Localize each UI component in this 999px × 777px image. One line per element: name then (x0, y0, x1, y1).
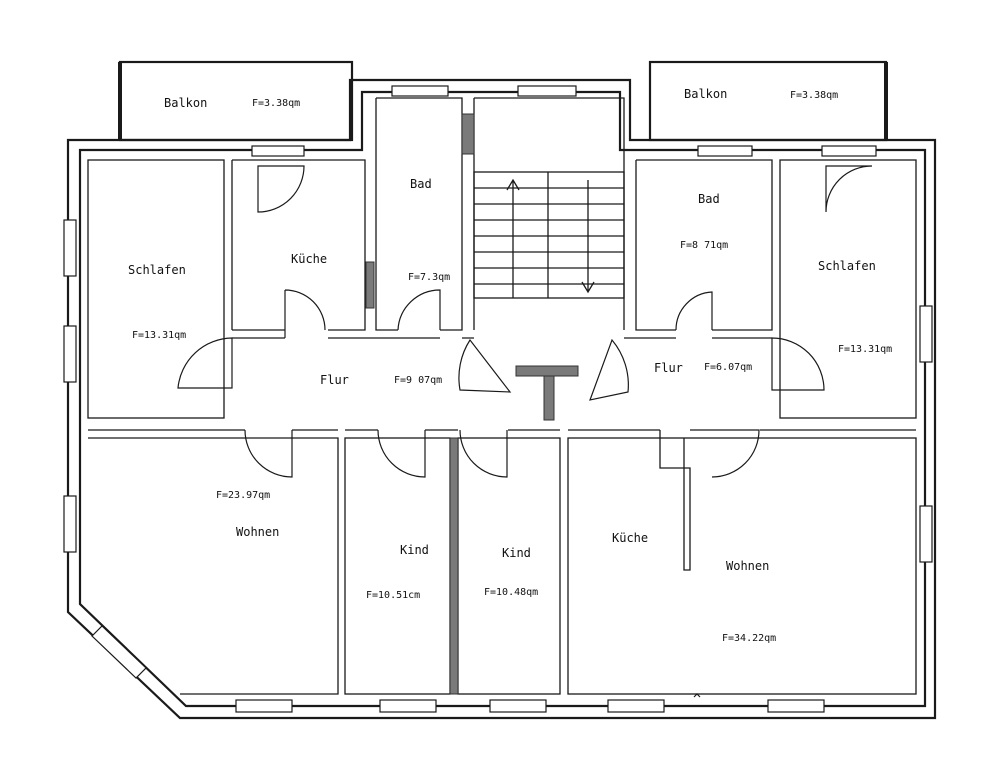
wohnen-right-label: Wohnen (726, 559, 769, 573)
room-labels: Balkon F=3.38qm Balkon F=3.38qm Bad F=7.… (128, 87, 892, 644)
schlafen-right-area: F=13.31qm (838, 344, 892, 355)
kind-right-area: F=10.48qm (484, 587, 538, 598)
flur-left-label: Flur (320, 373, 349, 387)
staircase (474, 172, 624, 298)
windows (63, 85, 933, 713)
bad-left-area: F=7.3qm (408, 272, 450, 283)
flur-right-area: F=6.07qm (704, 362, 752, 373)
kind-left-area: F=10.51cm (366, 590, 420, 601)
outer-walls (66, 78, 937, 720)
hatched-walls (365, 113, 579, 695)
bad-right-label: Bad (698, 192, 720, 206)
kind-right-label: Kind (502, 546, 531, 560)
wohnen-left-area: F=23.97qm (216, 490, 270, 501)
bad-right-area: F=8 71qm (680, 240, 728, 251)
balkon-left-area: F=3.38qm (252, 98, 300, 109)
balcony-left (118, 60, 354, 142)
doors (177, 165, 873, 698)
interior-walls (87, 97, 917, 695)
flur-left-area: F=9 07qm (394, 375, 442, 386)
balcony-right (648, 60, 888, 142)
schlafen-right-label: Schlafen (818, 259, 876, 273)
wohnen-right-area: F=34.22qm (722, 633, 776, 644)
kueche-right-label: Küche (612, 531, 648, 545)
balkon-right-label: Balkon (684, 87, 727, 101)
schlafen-left-label: Schlafen (128, 263, 186, 277)
flur-right-label: Flur (654, 361, 683, 375)
balkon-left-label: Balkon (164, 96, 207, 110)
kueche-left-label: Küche (291, 252, 327, 266)
bad-left-label: Bad (410, 177, 432, 191)
schlafen-left-area: F=13.31qm (132, 330, 186, 341)
kind-left-label: Kind (400, 543, 429, 557)
wohnen-left-label: Wohnen (236, 525, 279, 539)
balkon-right-area: F=3.38qm (790, 90, 838, 101)
